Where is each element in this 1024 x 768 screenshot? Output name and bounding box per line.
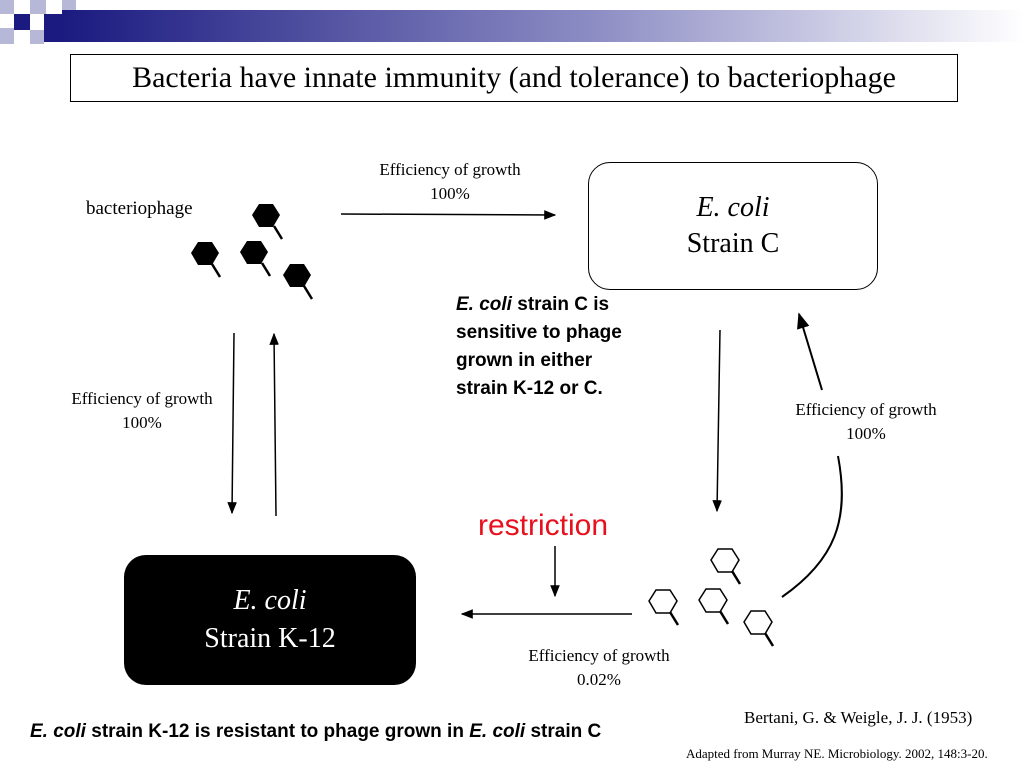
note-k12-species1: E. coli — [30, 721, 86, 742]
slide-title: Bacteria have innate immunity (and toler… — [70, 54, 958, 102]
strain-k12-species: E. coli — [233, 585, 307, 616]
efficiency-bottom: Efficiency of growth 0.02% — [499, 644, 699, 692]
banner-square-3 — [30, 0, 46, 14]
bacteriophage-label: bacteriophage — [86, 198, 193, 219]
efficiency-top-label: Efficiency of growth — [379, 160, 521, 179]
phage-filled-icon — [191, 242, 222, 278]
efficiency-left-value: 100% — [122, 413, 162, 432]
adapted-from: Adapted from Murray NE. Microbiology. 20… — [686, 746, 988, 761]
restriction-label: restriction — [478, 509, 609, 542]
note-c-line2: sensitive to phage — [456, 322, 622, 343]
arrow-to-strain-c — [340, 210, 557, 220]
phage-empty-icon — [743, 610, 775, 647]
efficiency-right: Efficiency of growth 100% — [766, 398, 966, 446]
phage-filled-icon — [283, 264, 314, 300]
citation: Bertani, G. & Weigle, J. J. (1953) — [744, 708, 973, 727]
note-k12-middle: strain K-12 is resistant to phage grown … — [85, 721, 470, 742]
banner-square-7 — [62, 0, 76, 10]
banner-square-6 — [0, 28, 14, 44]
efficiency-left: Efficiency of growth 100% — [42, 387, 242, 435]
strain-c-box: E. coli Strain C — [588, 162, 878, 290]
arrow-down-from-strain-c — [712, 329, 722, 513]
strain-c-name: Strain C — [686, 228, 780, 259]
curve-from-phage-group — [781, 455, 843, 598]
banner-square-1 — [0, 0, 14, 14]
banner-square-4 — [44, 14, 62, 42]
efficiency-right-label: Efficiency of growth — [795, 400, 937, 419]
banner-square-2 — [14, 14, 30, 30]
strain-c-note: E. coli strain C is sensitive to phage g… — [456, 291, 696, 403]
arrow-up-to-strain-c — [797, 312, 823, 391]
arrow-up-from-k12 — [269, 332, 279, 517]
efficiency-bottom-value: 0.02% — [577, 670, 621, 689]
strain-c-species: E. coli — [696, 192, 770, 223]
note-k12-end: strain C — [525, 721, 602, 742]
efficiency-left-label: Efficiency of growth — [71, 389, 213, 408]
phage-empty-icon — [710, 548, 742, 585]
efficiency-top: Efficiency of growth 100% — [350, 158, 550, 206]
efficiency-top-value: 100% — [430, 184, 470, 203]
phage-filled-icon — [240, 241, 272, 277]
note-k12-species2: E. coli — [469, 721, 526, 742]
phage-filled-icon — [252, 204, 284, 240]
efficiency-bottom-label: Efficiency of growth — [528, 646, 670, 665]
strain-k12-box: E. coli Strain K-12 — [124, 555, 416, 685]
note-c-species: E. coli — [456, 294, 512, 315]
banner-square-5 — [30, 30, 44, 44]
efficiency-right-value: 100% — [846, 424, 886, 443]
note-c-line3: grown in either — [456, 350, 593, 371]
phage-empty-icon — [698, 588, 730, 625]
title-banner — [0, 0, 1024, 44]
note-c-line4: strain K-12 or C. — [456, 378, 603, 399]
strain-k12-note: E. coli strain K-12 is resistant to phag… — [30, 719, 601, 745]
note-c-line1: strain C is — [511, 294, 610, 315]
arrow-down-to-k12 — [227, 332, 237, 515]
phage-empty-icon — [648, 589, 680, 626]
strain-k12-name: Strain K-12 — [204, 623, 336, 654]
